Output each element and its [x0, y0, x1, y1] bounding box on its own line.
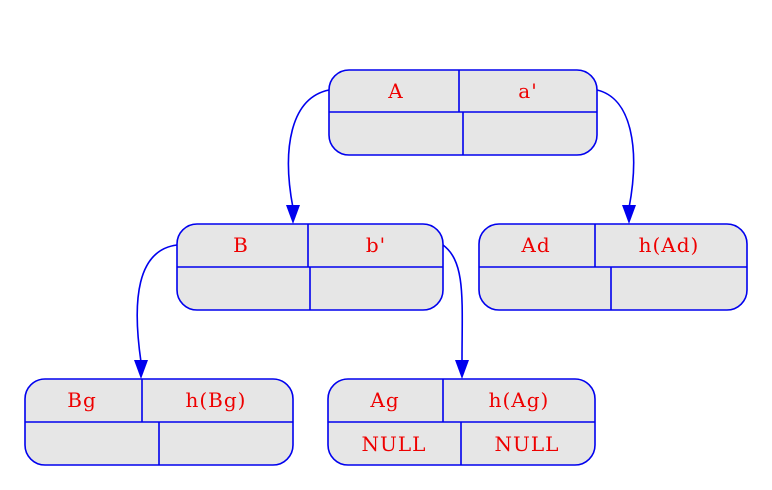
node-B: B b' [176, 223, 444, 311]
node-left-child: NULL [362, 432, 427, 456]
node-Ad: Ad h(Ad) [478, 223, 748, 311]
node-A: A a' [328, 69, 598, 156]
edges [134, 89, 636, 379]
node-key: Ad [520, 233, 550, 257]
edge-A-to-B [287, 89, 330, 209]
node-key: A [387, 79, 403, 103]
node-key: B [233, 233, 249, 257]
node-right-child: NULL [495, 432, 560, 456]
node-value: h(Bg) [186, 388, 247, 412]
edge-B-to-Ag [442, 244, 464, 363]
arrowhead-B [286, 205, 300, 224]
arrowhead-Bg [134, 360, 148, 379]
edge-A-to-Ad [596, 89, 635, 209]
arrowhead-Ad [622, 205, 636, 224]
node-value: h(Ag) [489, 388, 550, 412]
edge-B-to-Bg [136, 244, 178, 363]
node-Ag: Ag h(Ag) NULL NULL [327, 378, 596, 466]
node-key: Bg [67, 388, 97, 412]
arrowhead-Ag [455, 360, 469, 379]
node-value: h(Ad) [639, 233, 700, 257]
node-key: Ag [369, 388, 399, 412]
node-value: b' [366, 233, 386, 257]
node-Bg: Bg h(Bg) [24, 378, 294, 466]
node-value: a' [518, 79, 537, 103]
